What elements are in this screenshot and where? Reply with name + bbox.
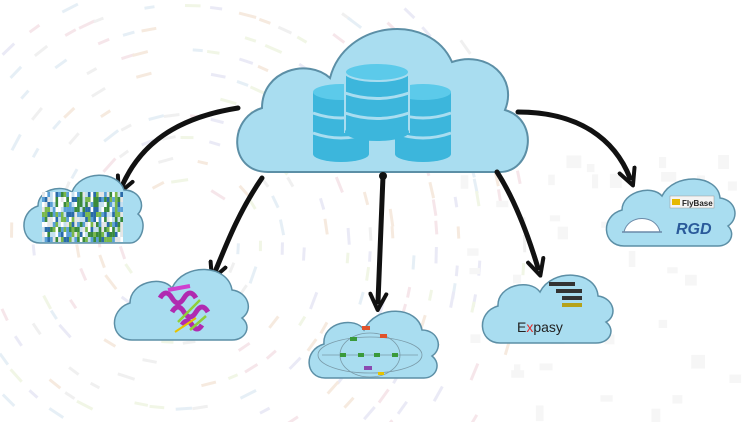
hub-cloud [236, 28, 529, 173]
cloud-shape [308, 310, 440, 379]
cloud-sequence-alignment [23, 174, 144, 244]
expasy-logo: Expasy [517, 282, 582, 335]
cloud-model-organism-databases: FlyBase RGD [605, 178, 736, 247]
protein-structure-icon [157, 284, 211, 333]
flybase-label: FlyBase [682, 199, 713, 208]
database-icon [312, 62, 452, 162]
rgd-label: RGD [676, 221, 712, 238]
cloud-interaction-network [308, 310, 440, 379]
cloud-protein-structure [113, 268, 250, 341]
arrow-to-expasy [494, 169, 546, 278]
arrow-to-protein-structure [208, 175, 265, 282]
network-icon [317, 326, 423, 378]
expasy-label: Expasy [517, 319, 563, 335]
sequence-alignment-icon [42, 192, 123, 242]
cloud-shape [113, 268, 250, 341]
arrow-to-sequence-alignment [115, 105, 241, 196]
arrows [115, 105, 637, 312]
cloud-expasy: Expasy [481, 274, 614, 344]
cloud-shape [605, 178, 736, 247]
model-organism-logos: FlyBase RGD [622, 195, 715, 238]
arrow-to-network [368, 173, 389, 312]
arrow-to-model-organisms [515, 109, 637, 188]
